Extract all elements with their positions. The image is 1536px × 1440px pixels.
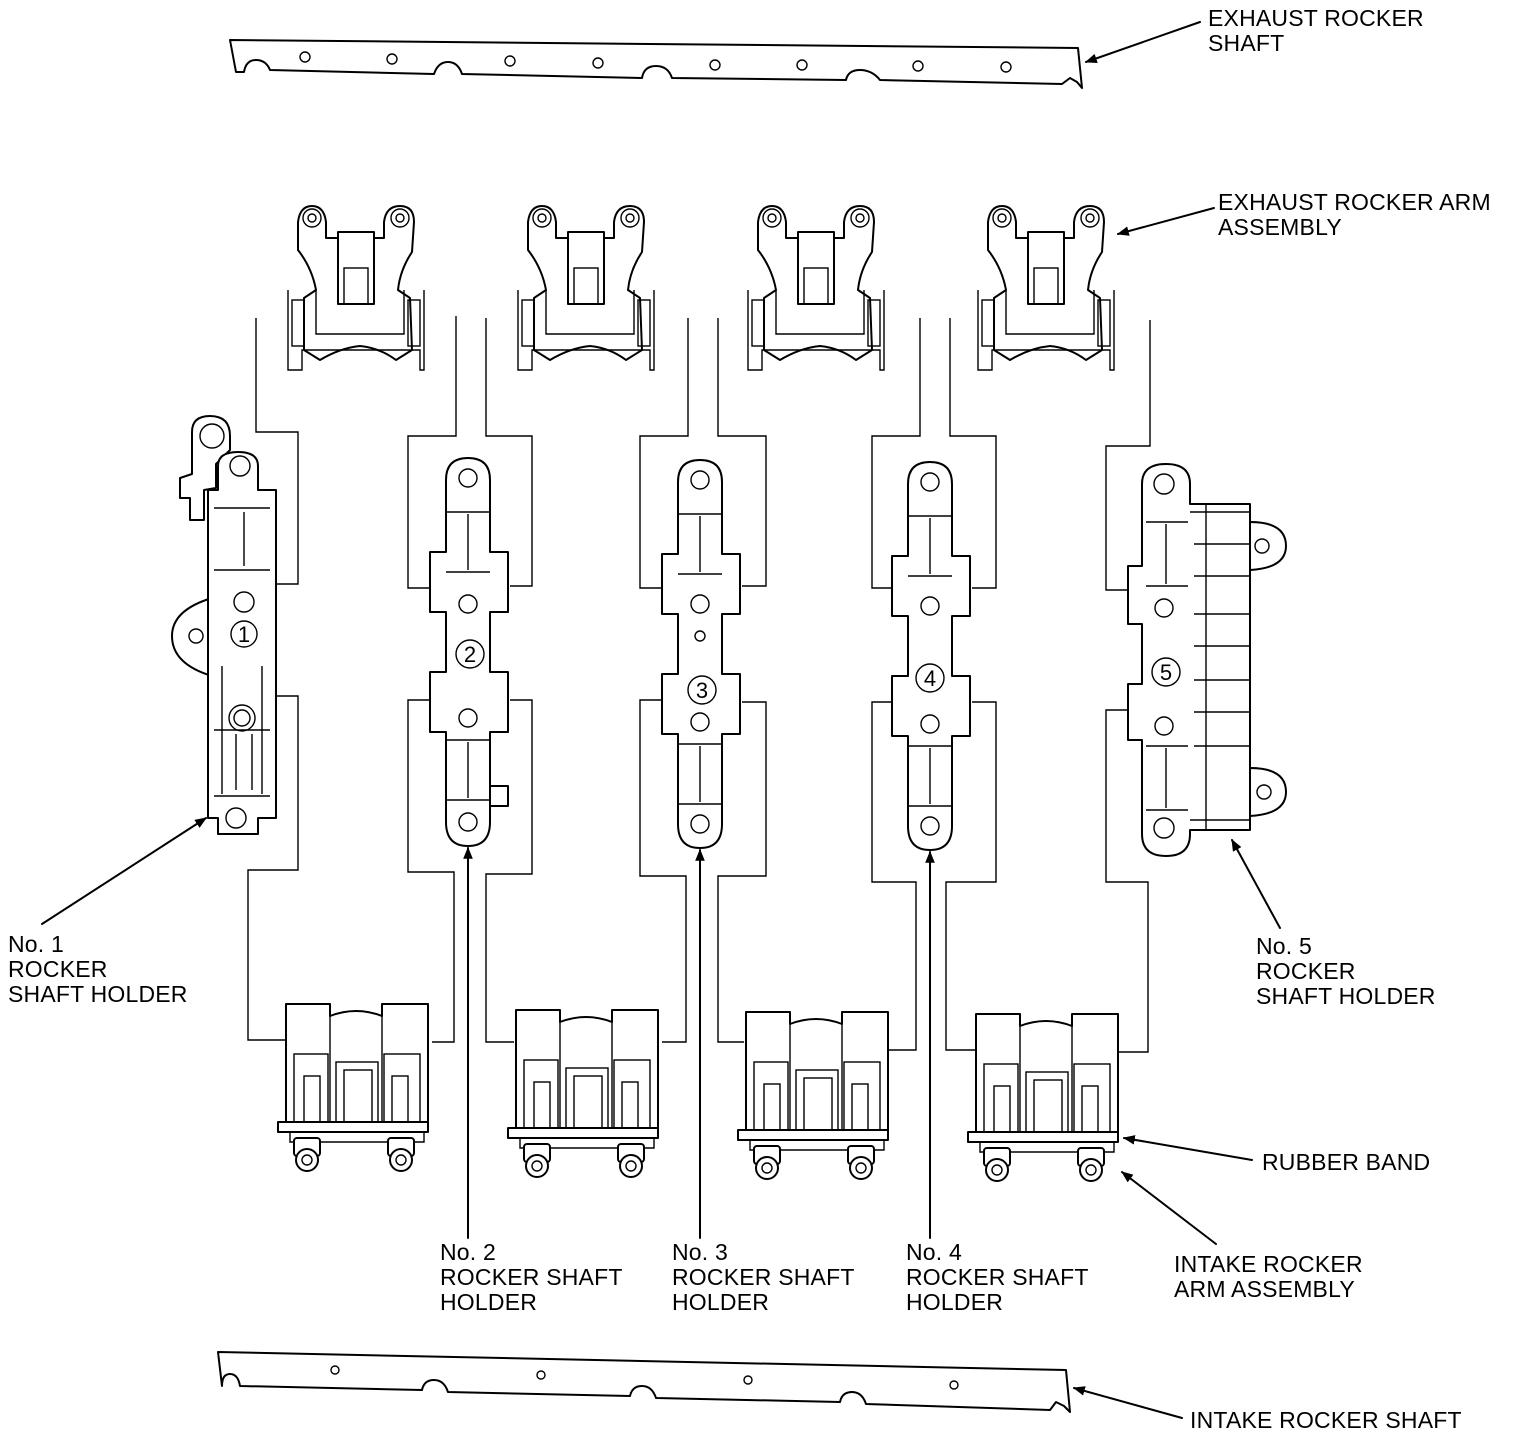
label-exhaust-rocker-shaft: EXHAUST ROCKER SHAFT (1208, 5, 1424, 56)
label-exhaust-rocker-arm-assembly: EXHAUST ROCKER ARM ASSEMBLY (1218, 189, 1491, 240)
rocker-shaft-holder-3: 3 (661, 459, 741, 849)
arrow-intake-arm (1121, 1171, 1217, 1245)
intake-rocker-arm-4 (967, 1013, 1119, 1182)
exhaust-rocker-arm-3 (747, 205, 885, 371)
assembly-outline-traces (247, 316, 1151, 1053)
rocker-shaft-holder-1: 1 (171, 415, 277, 835)
holder-number-3: 3 (696, 678, 708, 703)
holder-number-5: 5 (1160, 660, 1172, 685)
label-rubber-band: RUBBER BAND (1262, 1149, 1431, 1175)
arrow-intake-shaft (1072, 1386, 1183, 1419)
arrow-exhaust-shaft (1084, 21, 1201, 63)
holder-number-2: 2 (464, 642, 476, 667)
intake-rocker-arm-3 (737, 1011, 889, 1180)
label-no3-rocker-shaft-holder: No. 3 ROCKER SHAFT HOLDER (672, 1239, 855, 1315)
exhaust-rocker-arm-1 (287, 205, 425, 371)
label-no5-rocker-shaft-holder: No. 5 ROCKER SHAFT HOLDER (1256, 933, 1436, 1009)
label-intake-rocker-arm-assembly: INTAKE ROCKER ARM ASSEMBLY (1174, 1251, 1363, 1302)
arrow-exhaust-arm (1116, 207, 1215, 236)
arrow-rubber-band (1122, 1135, 1253, 1161)
arrow-holder-5 (1231, 838, 1281, 929)
holder-number-1: 1 (238, 622, 250, 647)
leader-arrows (41, 21, 1281, 1419)
holder-number-4: 4 (924, 666, 936, 691)
rocker-shaft-holder-5: 5 (1127, 463, 1287, 857)
label-intake-rocker-shaft: INTAKE ROCKER SHAFT (1190, 1407, 1462, 1433)
rocker-shaft-holder-2: 2 (429, 457, 509, 847)
arrow-holder-1 (41, 817, 208, 925)
exhaust-rocker-shaft (229, 39, 1083, 89)
intake-rocker-shaft (217, 1351, 1071, 1413)
exhaust-rocker-arm-4 (977, 205, 1115, 371)
label-no2-rocker-shaft-holder: No. 2 ROCKER SHAFT HOLDER (440, 1239, 623, 1315)
intake-rocker-arm-1 (277, 1003, 429, 1172)
exhaust-rocker-arm-assemblies (287, 205, 1115, 371)
label-no4-rocker-shaft-holder: No. 4 ROCKER SHAFT HOLDER (906, 1239, 1089, 1315)
exhaust-rocker-arm-2 (517, 205, 655, 371)
intake-rocker-arm-2 (507, 1009, 659, 1178)
label-no1-rocker-shaft-holder: No. 1 ROCKER SHAFT HOLDER (8, 931, 188, 1007)
intake-rocker-arm-assemblies (277, 1003, 1119, 1182)
rocker-shaft-holder-4: 4 (891, 461, 971, 851)
